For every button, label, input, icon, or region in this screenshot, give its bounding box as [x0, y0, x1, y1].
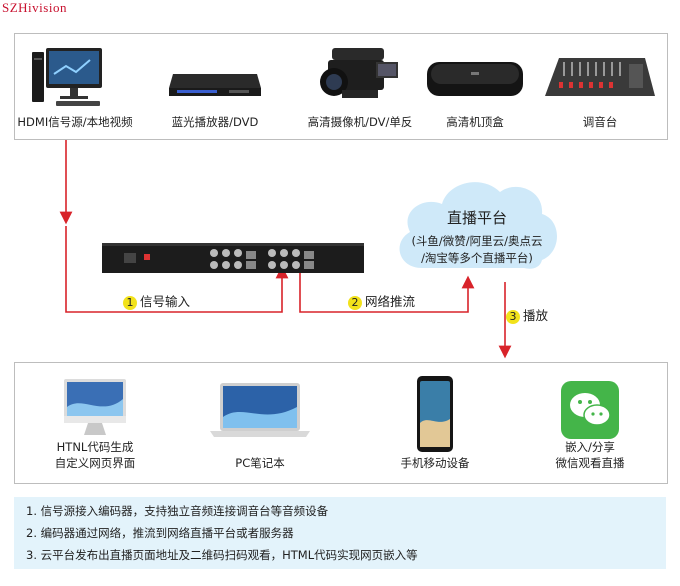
note-item: 2. 编码器通过网络，推流到网络直播平台或者服务器	[26, 526, 294, 540]
source-mixer: 调音台	[535, 34, 665, 136]
step-label: 网络推流	[365, 294, 416, 309]
output-label-1: 手机移动设备	[400, 456, 470, 470]
cloud-subtitle-1: (斗鱼/微赞/阿里云/奥点云	[411, 234, 543, 248]
camcorder-icon	[320, 48, 398, 98]
source-label: HDMI信号源/本地视频	[17, 115, 133, 129]
step-badge: 2	[348, 295, 362, 310]
source-hdmi: HDMI信号源/本地视频	[15, 34, 135, 136]
desktop-computer-icon	[32, 48, 102, 106]
cloud-subtitle-2: /淘宝等多个直播平台)	[421, 251, 533, 265]
laptop-icon	[210, 383, 310, 437]
source-label: 高清摄像机/DV/单反	[307, 115, 413, 129]
output-label-1: 嵌入/分享	[565, 440, 615, 454]
encoder-device	[102, 243, 364, 273]
output-html: HTNL代码生成 自定义网页界面	[35, 363, 155, 479]
bluray-player-icon	[169, 74, 261, 96]
brand-logo-text: SZHivision	[2, 0, 67, 15]
step-label: 播放	[523, 308, 549, 323]
output-label-1: HTNL代码生成	[56, 440, 134, 454]
source-label: 调音台	[582, 115, 618, 129]
cloud-title: 直播平台	[446, 209, 507, 227]
set-top-box-icon	[427, 62, 523, 96]
cloud-platform-shape	[399, 182, 557, 269]
step-badge: 3	[506, 309, 520, 324]
step-label: 信号输入	[140, 294, 191, 309]
source-label: 高清机顶盒	[446, 115, 504, 129]
playback-devices-panel: HTNL代码生成 自定义网页界面 PC笔记本 手机移动设备 嵌入/分享 微信观看…	[14, 362, 668, 484]
output-label-1: PC笔记本	[235, 456, 285, 470]
smartphone-icon	[417, 376, 453, 452]
note-item: 1. 信号源接入编码器，支持独立音频连接调音台等音频设备	[26, 504, 329, 518]
source-label: 蓝光播放器/DVD	[171, 115, 259, 129]
imac-icon	[64, 379, 126, 435]
output-label-2: 自定义网页界面	[54, 456, 136, 470]
output-laptop: PC笔记本	[200, 363, 320, 479]
output-label-2: 微信观看直播	[555, 456, 625, 470]
audio-mixer-icon	[545, 58, 655, 96]
source-bluray: 蓝光播放器/DVD	[150, 34, 280, 136]
source-camcorder: 高清摄像机/DV/单反	[290, 34, 430, 136]
source-settopbox: 高清机顶盒	[415, 34, 535, 136]
notes-panel: 1. 信号源接入编码器，支持独立音频连接调音台等音频设备 2. 编码器通过网络，…	[14, 497, 666, 569]
output-wechat: 嵌入/分享 微信观看直播	[525, 363, 655, 479]
step-badge: 1	[123, 295, 137, 310]
output-mobile: 手机移动设备	[375, 363, 495, 479]
arrow-signal-input	[65, 226, 289, 313]
note-item: 3. 云平台发布出直播页面地址及二维码扫码观看，HTML代码实现网页嵌入等	[26, 548, 418, 562]
wechat-icon	[561, 381, 619, 439]
signal-sources-panel: HDMI信号源/本地视频 蓝光播放器/DVD 高清摄像机/DV/单反 高清机顶盒	[14, 33, 668, 140]
arrow-network-push	[299, 272, 475, 313]
